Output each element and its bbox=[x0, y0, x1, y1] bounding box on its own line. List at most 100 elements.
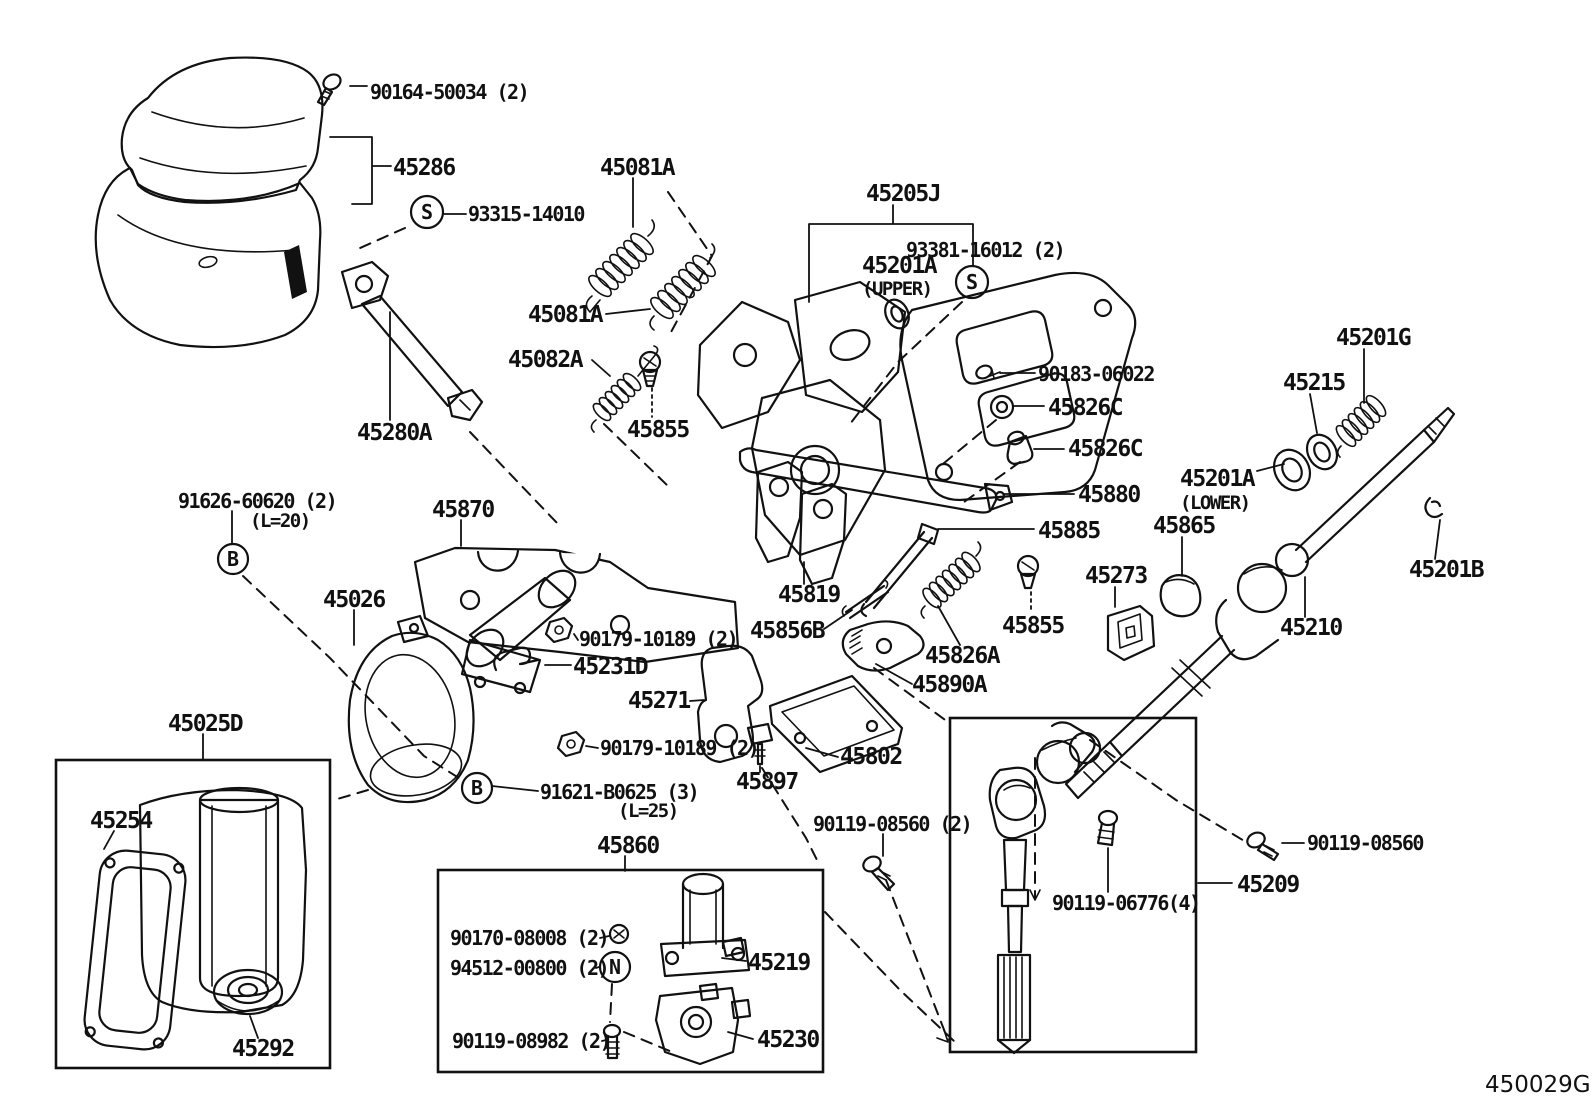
label-lower: (LOWER) bbox=[1180, 492, 1250, 514]
part-lever-45271 bbox=[696, 644, 764, 764]
label-45231d: 45231D bbox=[573, 654, 648, 680]
part-column-tube bbox=[413, 546, 740, 695]
part-pin-45885 bbox=[860, 522, 940, 618]
label-45880: 45880 bbox=[1078, 482, 1140, 508]
part-gasket-45254 bbox=[83, 849, 187, 1051]
symbol-b-2-letter: B bbox=[471, 776, 483, 800]
nut-90170-icon bbox=[608, 923, 630, 945]
label-91621-b0625: 91621-B0625 (3) bbox=[540, 780, 698, 804]
dash-arrowheads bbox=[936, 889, 1041, 1043]
part-spring-45081a-2 bbox=[649, 243, 716, 331]
label-45870: 45870 bbox=[432, 497, 494, 523]
label-45885: 45885 bbox=[1038, 518, 1100, 544]
label-45201a-lower: 45201A bbox=[1180, 466, 1256, 492]
part-coupling-45273 bbox=[1106, 604, 1156, 662]
label-45292: 45292 bbox=[232, 1036, 294, 1062]
stud-45826c2-icon bbox=[1006, 430, 1034, 466]
label-45219: 45219 bbox=[748, 950, 810, 976]
screw-45855b-icon bbox=[1016, 554, 1040, 590]
label-45826a: 45826A bbox=[925, 643, 1001, 669]
label-45860: 45860 bbox=[597, 833, 659, 859]
bolt-45897-icon bbox=[746, 722, 774, 766]
label-45230: 45230 bbox=[757, 1027, 819, 1053]
screw-90164-icon bbox=[316, 73, 342, 107]
label-45856b: 45856B bbox=[750, 618, 826, 644]
label-45286: 45286 bbox=[393, 155, 455, 181]
label-45826c-2: 45826C bbox=[1068, 436, 1143, 462]
label-upper: (UPPER) bbox=[862, 278, 932, 300]
label-45201b: 45201B bbox=[1409, 557, 1485, 583]
part-pawl-45819 bbox=[754, 460, 848, 586]
symbol-s-2: S bbox=[954, 264, 990, 300]
label-l25: (L=25) bbox=[618, 800, 678, 822]
part-grommet-45292 bbox=[212, 968, 284, 1016]
part-cam-45890a bbox=[841, 620, 925, 672]
symbol-s-2-letter: S bbox=[966, 270, 978, 294]
bolt-90179a-icon bbox=[544, 616, 574, 644]
screw-90183-icon bbox=[975, 364, 1001, 380]
part-tilt-lever bbox=[340, 260, 484, 422]
label-90170-08008: 90170-08008 (2) bbox=[450, 926, 608, 950]
label-90119-08560-right: 90119-08560 bbox=[1307, 831, 1423, 855]
label-45280a: 45280A bbox=[357, 420, 433, 446]
part-upper-bracket-cluster bbox=[696, 271, 1137, 557]
part-column-cover bbox=[94, 56, 324, 349]
part-gear-housing-45230 bbox=[654, 982, 752, 1066]
label-90119-08560-left: 90119-08560 (2) bbox=[813, 812, 971, 836]
part-washer-45201a-lower bbox=[1272, 448, 1312, 492]
label-45081a-lower: 45081A bbox=[528, 302, 604, 328]
label-45273: 45273 bbox=[1085, 563, 1147, 589]
label-45026: 45026 bbox=[323, 587, 385, 613]
part-spring-45201g bbox=[1335, 394, 1387, 458]
symbol-s-1: S bbox=[409, 194, 445, 230]
label-90183-06022: 90183-06022 bbox=[1038, 362, 1154, 386]
box-45025d bbox=[54, 758, 332, 1070]
part-labels: 90164-50034 (2) 45286 93315-14010 45081A… bbox=[90, 80, 1591, 1098]
part-clip-45231d bbox=[493, 646, 540, 672]
symbol-n-1-letter: N bbox=[609, 955, 621, 979]
label-45254: 45254 bbox=[90, 808, 152, 834]
diagram-code: 450029G bbox=[1485, 1072, 1591, 1098]
label-90179-10189-1: 90179-10189 (2) bbox=[579, 627, 737, 651]
label-45855-top: 45855 bbox=[627, 417, 689, 443]
bolt-90179b-icon bbox=[556, 730, 586, 758]
label-45826c-1: 45826C bbox=[1048, 395, 1123, 421]
part-hole-cover bbox=[347, 614, 475, 804]
part-snap-ring-45201b bbox=[1424, 496, 1444, 519]
label-45802: 45802 bbox=[840, 744, 902, 770]
label-45201g: 45201G bbox=[1336, 325, 1411, 351]
nut-45826c1-icon bbox=[989, 394, 1015, 420]
part-main-shaft-45210 bbox=[1064, 406, 1456, 800]
part-guide-45802 bbox=[768, 674, 904, 774]
symbol-n-1: N bbox=[598, 950, 632, 984]
part-cover-45025d bbox=[138, 786, 308, 1014]
part-washer-45215 bbox=[1305, 433, 1339, 471]
label-90164-50034: 90164-50034 (2) bbox=[370, 80, 528, 104]
label-45865: 45865 bbox=[1153, 513, 1215, 539]
symbol-b-2: B bbox=[460, 771, 494, 805]
box-45860 bbox=[436, 868, 825, 1074]
screw-90119-06776-icon bbox=[1096, 809, 1119, 847]
bolt-90119-08982-icon bbox=[602, 1023, 622, 1060]
label-45201a-upper: 45201A bbox=[862, 253, 938, 279]
label-45271: 45271 bbox=[628, 688, 690, 714]
part-spring-45081a-1 bbox=[585, 219, 656, 313]
label-45897: 45897 bbox=[736, 769, 798, 795]
label-45855-lower: 45855 bbox=[1002, 613, 1064, 639]
part-spring-45826a bbox=[920, 541, 982, 619]
screw-90119b-icon bbox=[862, 855, 896, 892]
label-45209: 45209 bbox=[1237, 872, 1299, 898]
label-45025d: 45025D bbox=[168, 711, 243, 737]
symbol-b-1: B bbox=[216, 542, 250, 576]
label-45205j: 45205J bbox=[866, 181, 940, 207]
screw-45855a-icon bbox=[638, 350, 662, 388]
label-45215: 45215 bbox=[1283, 370, 1345, 396]
part-bushing-45865 bbox=[1159, 574, 1202, 618]
symbol-s-1-letter: S bbox=[421, 200, 433, 224]
dashed-construction-lines bbox=[242, 191, 1247, 1053]
label-93381-16012: 93381-16012 (2) bbox=[906, 238, 1064, 262]
part-tilt-motor-45219 bbox=[659, 872, 751, 978]
label-45890a: 45890A bbox=[912, 672, 988, 698]
